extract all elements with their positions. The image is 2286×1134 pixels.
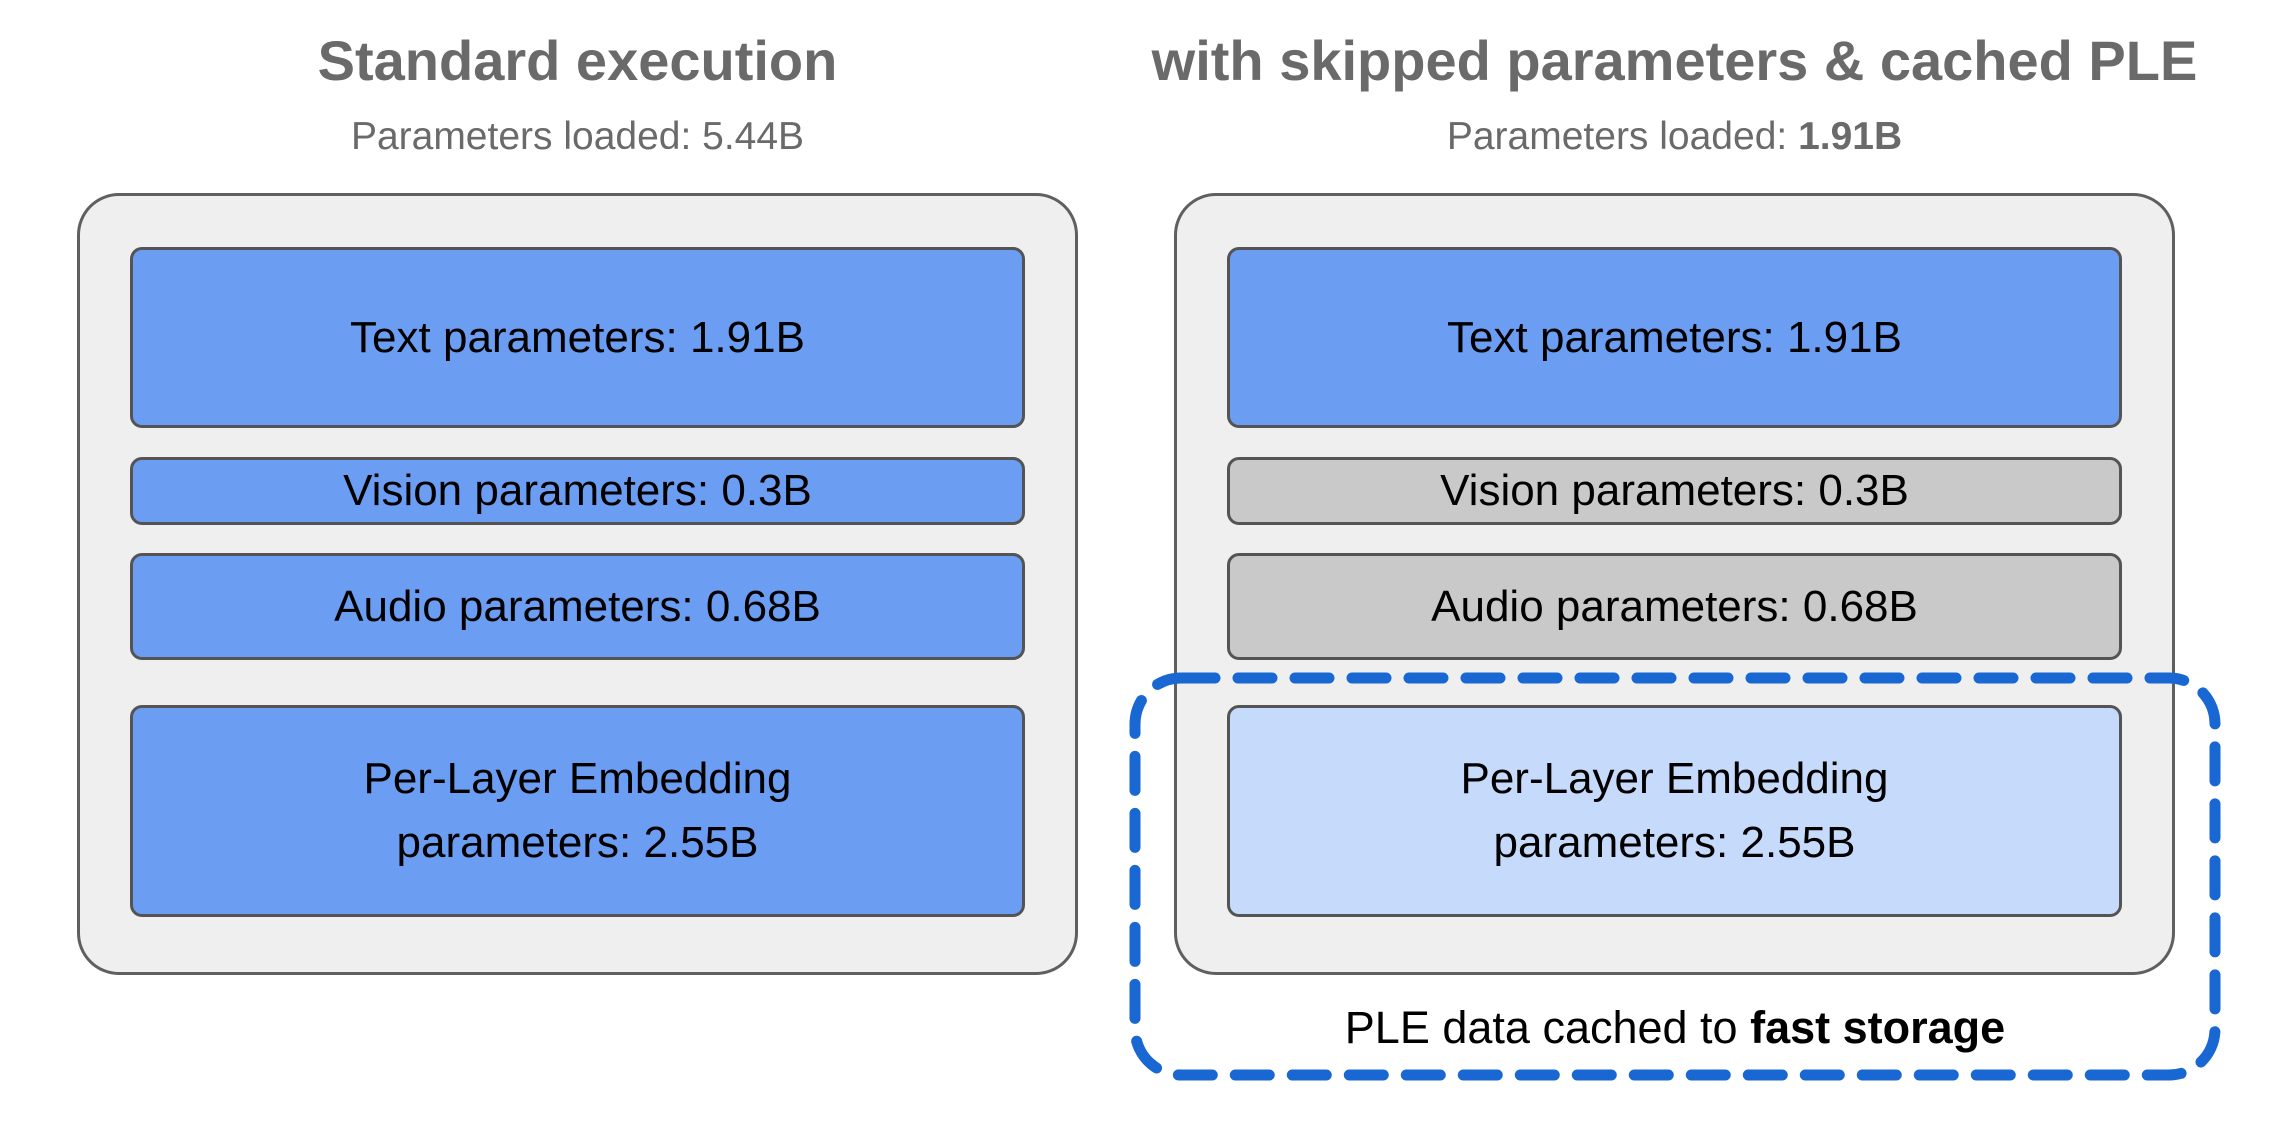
left-text-parameters-box: Text parameters: 1.91B bbox=[130, 247, 1025, 428]
left-standard-execution-container: Text parameters: 1.91B Vision parameters… bbox=[77, 193, 1078, 975]
right-vision-parameters-label: Vision parameters: 0.3B bbox=[1440, 466, 1909, 516]
right-per-layer-embedding-box-cached: Per-Layer Embedding parameters: 2.55B bbox=[1227, 705, 2122, 917]
right-text-parameters-label: Text parameters: 1.91B bbox=[1447, 312, 1902, 362]
right-column-subtitle: Parameters loaded: 1.91B bbox=[1174, 110, 2175, 164]
left-text-parameters-label: Text parameters: 1.91B bbox=[350, 312, 805, 362]
left-vision-parameters-box: Vision parameters: 0.3B bbox=[130, 457, 1025, 525]
ple-cache-caption: PLE data cached to fast storage bbox=[1135, 998, 2215, 1058]
right-ple-label-line1: Per-Layer Embedding bbox=[1460, 754, 1889, 804]
left-audio-parameters-box: Audio parameters: 0.68B bbox=[130, 553, 1025, 660]
right-text-parameters-box: Text parameters: 1.91B bbox=[1227, 247, 2122, 428]
left-audio-parameters-label: Audio parameters: 0.68B bbox=[334, 581, 821, 631]
right-audio-parameters-box-skipped: Audio parameters: 0.68B bbox=[1227, 553, 2122, 660]
ple-caption-bold: fast storage bbox=[1750, 1002, 2006, 1053]
left-column-subtitle: Parameters loaded: 5.44B bbox=[350, 115, 805, 158]
left-per-layer-embedding-box: Per-Layer Embedding parameters: 2.55B bbox=[130, 705, 1025, 917]
left-vision-parameters-label: Vision parameters: 0.3B bbox=[343, 466, 812, 516]
right-subtitle-label: Parameters loaded: bbox=[1446, 115, 1799, 158]
right-vision-parameters-box-skipped: Vision parameters: 0.3B bbox=[1227, 457, 2122, 525]
right-ple-label-line2: parameters: 2.55B bbox=[1493, 818, 1856, 867]
right-audio-parameters-label: Audio parameters: 0.68B bbox=[1431, 581, 1918, 631]
ple-caption-normal: PLE data cached to bbox=[1344, 1002, 1751, 1053]
left-ple-label-line1: Per-Layer Embedding bbox=[363, 754, 792, 804]
right-column-title: with skipped parameters & cached PLE bbox=[1151, 28, 2198, 92]
left-ple-label-line2: parameters: 2.55B bbox=[396, 818, 759, 867]
right-subtitle-value: 1.91B bbox=[1798, 115, 1903, 158]
left-column-title: Standard execution bbox=[317, 28, 838, 92]
right-skipped-params-container: Text parameters: 1.91B Vision parameters… bbox=[1174, 193, 2175, 975]
